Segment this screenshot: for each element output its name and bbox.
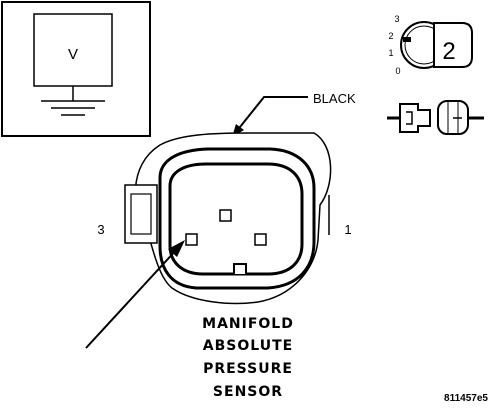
key-step-number: 2 [442,38,455,65]
wire-color-label: BLACK [313,91,356,106]
meter-symbol: V [68,46,78,63]
sensor-title-line-1: MANIFOLD [202,316,294,332]
key-position-1: 1 [388,48,393,58]
sensor-connector [124,132,332,305]
sensor-title-line-4: SENSOR [213,384,283,400]
key-position-2: 2 [388,31,393,41]
key-position-0: 0 [395,66,400,76]
figure-id: 811457e5 [444,393,488,404]
pin-1-label: 1 [344,222,351,237]
sensor-title-line-2: ABSOLUTE [203,338,293,354]
ignition-key-icon: 3 2 1 0 2 [388,14,473,76]
voltmeter-icon: V [1,1,151,137]
probe-tool-icon [387,100,484,135]
pin-pointer-arrow [85,240,185,349]
key-position-3: 3 [394,14,399,24]
sensor-title-line-3: PRESSURE [203,361,293,377]
pin-3-label: 3 [97,222,104,237]
wire-color-callout: BLACK [232,91,356,137]
